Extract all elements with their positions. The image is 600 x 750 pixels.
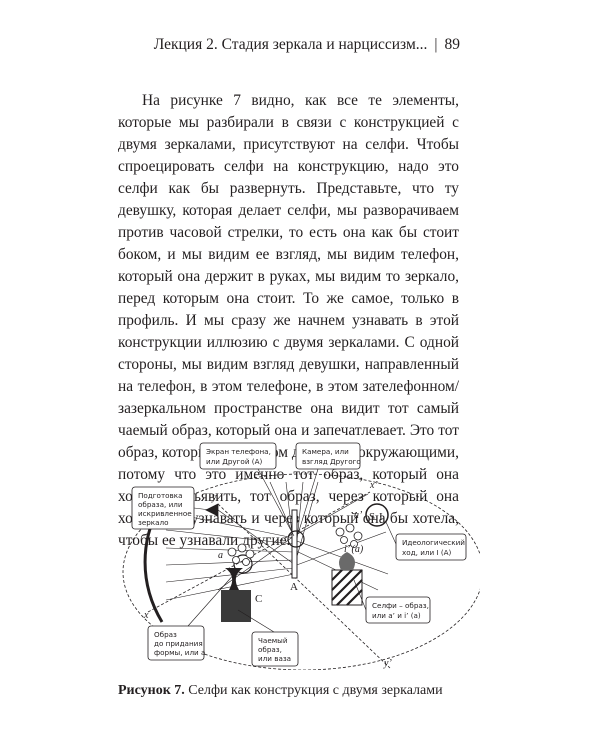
circle-si bbox=[365, 503, 389, 527]
svg-text:взгляд Другого: взгляд Другого bbox=[302, 457, 361, 466]
dashed-ellipse bbox=[122, 473, 480, 670]
letter-S: S bbox=[369, 511, 375, 523]
caption-label: Рисунок 7. bbox=[118, 683, 185, 698]
axis-y bbox=[217, 503, 391, 669]
axis-x bbox=[147, 491, 371, 613]
letter-a: a bbox=[218, 550, 223, 561]
label-prep: Подготовка образа, или искривленное зерк… bbox=[131, 486, 195, 530]
svg-text:или Другой (A): или Другой (A) bbox=[206, 457, 263, 466]
figure-caption: Рисунок 7. Селфи как конструкция с двумя… bbox=[118, 683, 478, 699]
circle-eye bbox=[233, 554, 253, 574]
header-separator: | bbox=[434, 36, 438, 53]
svg-text:Идеологический: Идеологический bbox=[402, 538, 465, 547]
caption-text: Селфи как конструкция с двумя зеркалами bbox=[188, 683, 443, 698]
letter-C: C bbox=[255, 593, 262, 605]
letter-y-prime: y’ bbox=[383, 658, 392, 669]
svg-text:Чаемый: Чаемый bbox=[258, 636, 288, 645]
letter-x-prime: x’ bbox=[369, 480, 378, 491]
running-header: Лекция 2. Стадия зеркала и нарциссизм...… bbox=[150, 36, 460, 62]
two-mirror-diagram: Экран телефона, или Другой (A) Камера, и… bbox=[122, 442, 480, 670]
svg-text:образ,: образ, bbox=[258, 645, 282, 654]
svg-text:до придания: до придания bbox=[154, 639, 203, 648]
label-shaping: Образ до придания формы, или a bbox=[147, 625, 205, 661]
svg-text:зеркало: зеркало bbox=[138, 518, 169, 527]
running-title: Лекция 2. Стадия зеркала и нарциссизм... bbox=[153, 36, 428, 53]
letter-I: I bbox=[379, 511, 383, 523]
label-selfie: Селфи – образ, или a’ и i’ (a) bbox=[365, 596, 431, 624]
svg-text:ход, или I (A): ход, или I (A) bbox=[402, 548, 452, 557]
label-desired: Чаемый образ, или ваза bbox=[251, 631, 299, 667]
svg-text:Селфи – образ,: Селфи – образ, bbox=[372, 601, 429, 610]
label-ideological: Идеологический ход, или I (A) bbox=[395, 533, 467, 561]
body-text: На рисунке 7 видно, как все те элементы,… bbox=[118, 90, 459, 552]
svg-text:или a’ и i’ (a): или a’ и i’ (a) bbox=[372, 611, 421, 620]
eye-icon bbox=[205, 503, 219, 517]
figure-7: Экран телефона, или Другой (A) Камера, и… bbox=[118, 440, 480, 670]
flowers-left bbox=[227, 543, 255, 566]
svg-text:или ваза: или ваза bbox=[258, 654, 291, 663]
plane-mirror-a bbox=[291, 509, 298, 579]
svg-text:Образ: Образ bbox=[154, 630, 177, 639]
letter-a-prime: a’ bbox=[354, 510, 363, 521]
box-c bbox=[221, 568, 251, 622]
flowers-right bbox=[335, 523, 363, 548]
body-paragraph: На рисунке 7 видно, как все те элементы,… bbox=[118, 92, 459, 549]
circle-phone bbox=[287, 530, 305, 548]
svg-text:образа, или: образа, или bbox=[138, 500, 183, 509]
letter-y: y bbox=[211, 492, 217, 503]
svg-text:формы, или a: формы, или a bbox=[154, 648, 205, 657]
label-screen: Экран телефона, или Другой (A) bbox=[199, 442, 277, 470]
letter-A: A bbox=[290, 581, 298, 593]
svg-text:Подготовка: Подготовка bbox=[138, 491, 183, 500]
hatched-box bbox=[331, 552, 363, 606]
letter-i-prime: i’ (a) bbox=[344, 544, 364, 555]
connector-lines bbox=[187, 468, 397, 633]
svg-text:искривленное: искривленное bbox=[138, 509, 192, 518]
label-camera: Камера, или взгляд Другого bbox=[295, 442, 361, 470]
letter-x: x bbox=[143, 610, 149, 621]
svg-text:Экран телефона,: Экран телефона, bbox=[206, 447, 271, 456]
page-number: 89 bbox=[444, 36, 461, 53]
svg-text:Камера, или: Камера, или bbox=[302, 447, 349, 456]
